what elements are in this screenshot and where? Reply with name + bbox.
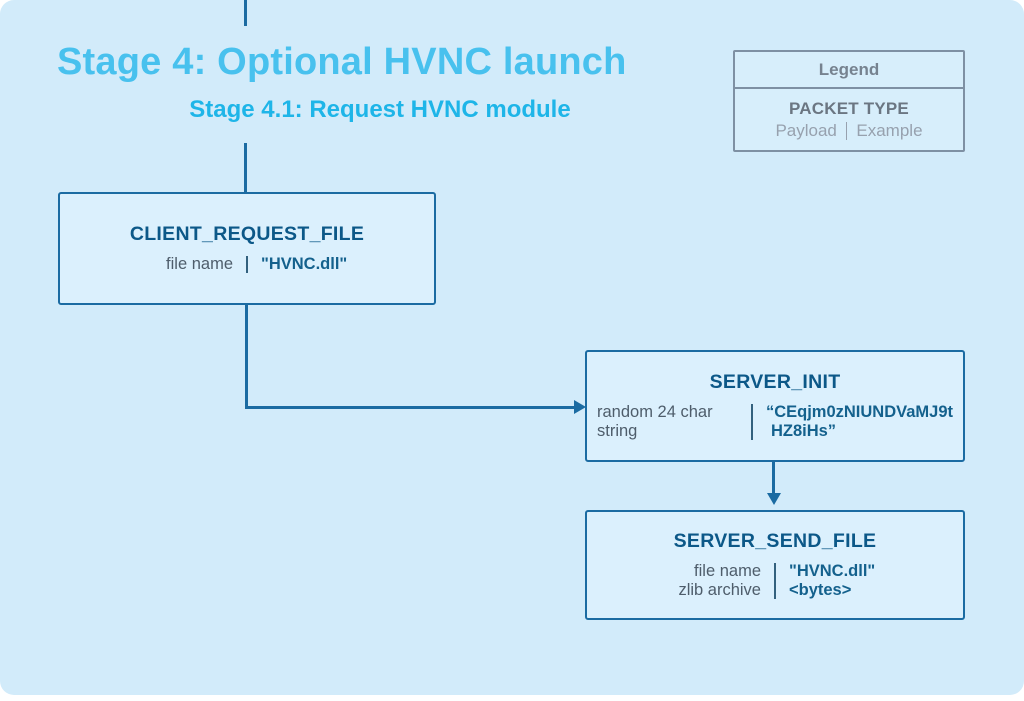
page-subtitle: Stage 4.1: Request HVNC module: [189, 96, 571, 123]
field-value: "HVNC.dll": [261, 254, 348, 273]
field-value: <bytes>: [789, 581, 852, 599]
packet-title: SERVER_SEND_FILE: [673, 529, 877, 552]
field-value: "HVNC.dll": [789, 561, 876, 580]
legend-divider: [845, 121, 848, 140]
legend-example-label: Example: [856, 120, 923, 140]
arrow-right-icon: [574, 400, 586, 414]
connector-box1-to-box2-line: [245, 406, 576, 409]
field-divider: [774, 562, 776, 600]
legend-payload-label: Payload: [775, 120, 837, 140]
legend-box: Legend PACKET TYPE Payload Example: [733, 50, 965, 152]
packet-fields: random 24 char string “CEqjm0zNIUNDVaMJ9…: [597, 403, 953, 442]
connector-box1-drop-line: [245, 305, 248, 408]
connector-box2-to-box3-line: [772, 462, 775, 494]
legend-title: Legend: [735, 52, 963, 89]
packet-server-init: SERVER_INIT random 24 char string “CEqjm…: [585, 350, 965, 462]
legend-body: PACKET TYPE Payload Example: [735, 89, 963, 150]
packet-title: CLIENT_REQUEST_FILE: [129, 222, 365, 245]
connector-top-line: [244, 0, 247, 26]
packet-client-request-file: CLIENT_REQUEST_FILE file name "HVNC.dll": [58, 192, 436, 305]
packet-fields: file name "HVNC.dll": [70, 255, 424, 274]
field-divider: [246, 255, 248, 274]
legend-payload-example-row: Payload Example: [775, 120, 923, 141]
field-label: file name: [166, 254, 233, 273]
packet-title: SERVER_INIT: [709, 370, 841, 393]
arrow-down-icon: [766, 493, 781, 505]
connector-title-to-box1-line: [244, 143, 247, 192]
field-label: zlib archive: [678, 581, 761, 599]
field-divider: [750, 403, 753, 441]
packet-server-send-file: SERVER_SEND_FILE file name zlib archive …: [585, 510, 965, 620]
field-label: random 24 char string: [597, 402, 713, 440]
field-value-line: “CEqjm0zNIUNDVaMJ9t: [765, 402, 953, 421]
field-label: file name: [694, 561, 761, 580]
legend-packet-type-label: PACKET TYPE: [789, 98, 909, 118]
field-value-line: HZ8iHs”: [770, 422, 837, 440]
page-title: Stage 4: Optional HVNC launch: [57, 41, 627, 83]
packet-fields: file name zlib archive "HVNC.dll" <bytes…: [597, 562, 953, 601]
